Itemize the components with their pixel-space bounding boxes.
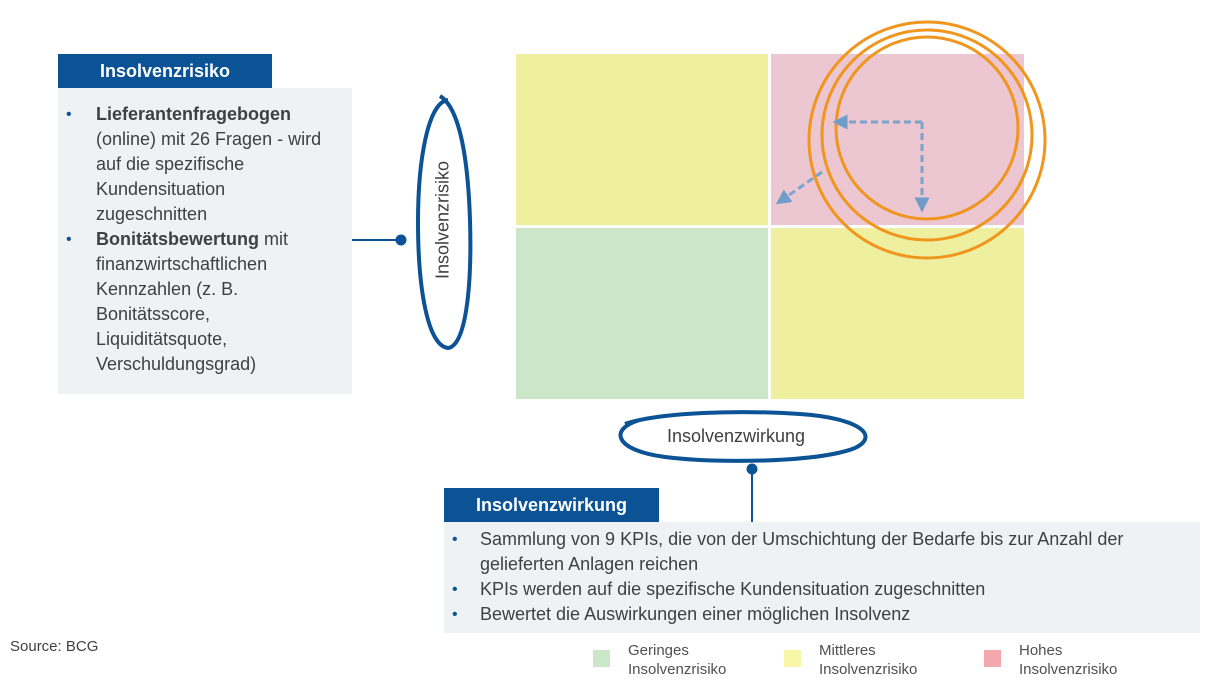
- risk-ring-middle: [820, 28, 1034, 242]
- legend-label-line1: Mittleres: [819, 642, 876, 659]
- legend-label-line1: Hohes: [1019, 642, 1063, 659]
- legend-swatch-medium: [784, 650, 801, 667]
- bullet-bold: Lieferantenfragebogen: [96, 104, 292, 124]
- bullet-text: Bewertet die Auswirkungen einer mögliche…: [480, 604, 911, 624]
- bullet-text: Sammlung von 9 KPIs, die von der Umschic…: [480, 529, 1124, 574]
- quadrant-top-right: [771, 54, 1024, 225]
- quadrant-bottom-left: [516, 228, 768, 399]
- bullet-text: mit finanzwirtschaftlichen Kennzahlen (z…: [96, 229, 289, 374]
- connector-left-dot: [395, 234, 407, 246]
- insolvenzrisiko-tag-label: Insolvenzrisiko: [99, 60, 231, 81]
- insolvenzwirkung-tag: Insolvenzwirkung: [444, 488, 659, 522]
- legend-swatch-high: [984, 650, 1001, 667]
- list-item: • KPIs werden auf die spezifische Kunden…: [452, 577, 1196, 602]
- insolvenzwirkung-tag-label: Insolvenzwirkung: [475, 494, 628, 515]
- list-item: • Lieferantenfragebogen (online) mit 26 …: [66, 102, 340, 227]
- legend-item-high: Hohes Insolvenzrisiko: [984, 641, 1117, 679]
- legend-item-low: Geringes Insolvenzrisiko: [593, 641, 726, 679]
- source-note: Source: BCG: [10, 638, 99, 655]
- insolvenzrisiko-list: • Lieferantenfragebogen (online) mit 26 …: [66, 102, 340, 377]
- x-axis-ellipse: [618, 410, 868, 463]
- risk-ring-outer: [807, 20, 1047, 260]
- legend-swatch-low: [593, 650, 610, 667]
- bullet-bold: Bonitätsbewertung: [96, 229, 260, 249]
- arrow-diagonal: [775, 170, 823, 205]
- insolvenzrisiko-box: • Lieferantenfragebogen (online) mit 26 …: [58, 88, 352, 394]
- legend-label-line1: Geringes: [628, 642, 689, 659]
- y-axis-label: Insolvenzrisiko: [432, 160, 453, 280]
- insolvenzrisiko-tag: Insolvenzrisiko: [58, 54, 272, 88]
- legend-item-medium: Mittleres Insolvenzrisiko: [784, 641, 917, 679]
- legend-label-line2: Insolvenzrisiko: [819, 661, 918, 678]
- risk-ring-inner: [834, 35, 1020, 221]
- list-item: • Bonitätsbewertung mit finanzwirtschaft…: [66, 227, 340, 377]
- legend-label-line2: Insolvenzrisiko: [628, 661, 727, 678]
- x-axis-label: Insolvenzwirkung: [667, 426, 806, 446]
- bullet-icon: •: [66, 106, 72, 123]
- quadrant-bottom-right: [771, 228, 1024, 399]
- quadrant-top-left: [516, 54, 768, 225]
- bullet-icon: •: [452, 581, 458, 598]
- insolvenzwirkung-box: • Sammlung von 9 KPIs, die von der Umsch…: [444, 522, 1200, 633]
- bullet-icon: •: [452, 606, 458, 623]
- connector-bottom-dot: [746, 463, 758, 475]
- bullet-text: KPIs werden auf die spezifische Kundensi…: [480, 579, 986, 599]
- list-item: • Bewertet die Auswirkungen einer möglic…: [452, 602, 1196, 627]
- bullet-icon: •: [452, 531, 458, 548]
- bullet-icon: •: [66, 231, 72, 248]
- insolvenzwirkung-list: • Sammlung von 9 KPIs, die von der Umsch…: [452, 527, 1196, 627]
- y-axis-ellipse: [415, 94, 473, 351]
- bullet-text: (online) mit 26 Fragen - wird auf die sp…: [96, 129, 322, 224]
- legend-label-line2: Insolvenzrisiko: [1019, 661, 1118, 678]
- list-item: • Sammlung von 9 KPIs, die von der Umsch…: [452, 527, 1196, 577]
